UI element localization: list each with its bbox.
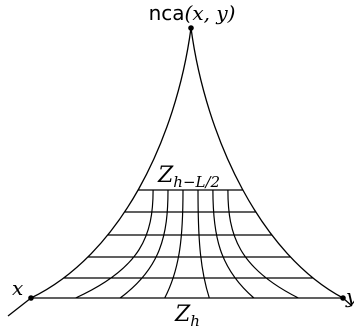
left-leaf-label: x <box>12 276 23 300</box>
bottom-level-sub-text: h <box>190 312 200 330</box>
root-fn-text: nca <box>149 1 185 25</box>
bottom-level-main-text: Z <box>174 302 191 327</box>
grid-column <box>119 189 169 299</box>
top-level-label: Zh−L/2 <box>157 163 220 191</box>
grid-column <box>197 189 210 299</box>
grid-column <box>164 189 184 299</box>
right-leaf-label: y <box>345 284 354 308</box>
left-leaf-node <box>28 295 34 301</box>
grid-column <box>227 189 299 299</box>
right-curve <box>190 27 344 299</box>
root-label: nca(x, y) <box>149 1 236 25</box>
left-tail <box>7 297 32 317</box>
level-grid <box>31 189 343 299</box>
grid-column <box>75 189 154 299</box>
bottom-level-label: Zh <box>174 302 200 330</box>
grid-column <box>212 189 255 299</box>
left-curve <box>30 27 192 299</box>
right-leaf-node <box>340 295 346 301</box>
top-level-sub-text: h−L/2 <box>173 173 220 191</box>
top-level-main-text: Z <box>157 163 174 188</box>
root-args-text: (x, y) <box>185 1 236 25</box>
root-node <box>188 25 194 31</box>
